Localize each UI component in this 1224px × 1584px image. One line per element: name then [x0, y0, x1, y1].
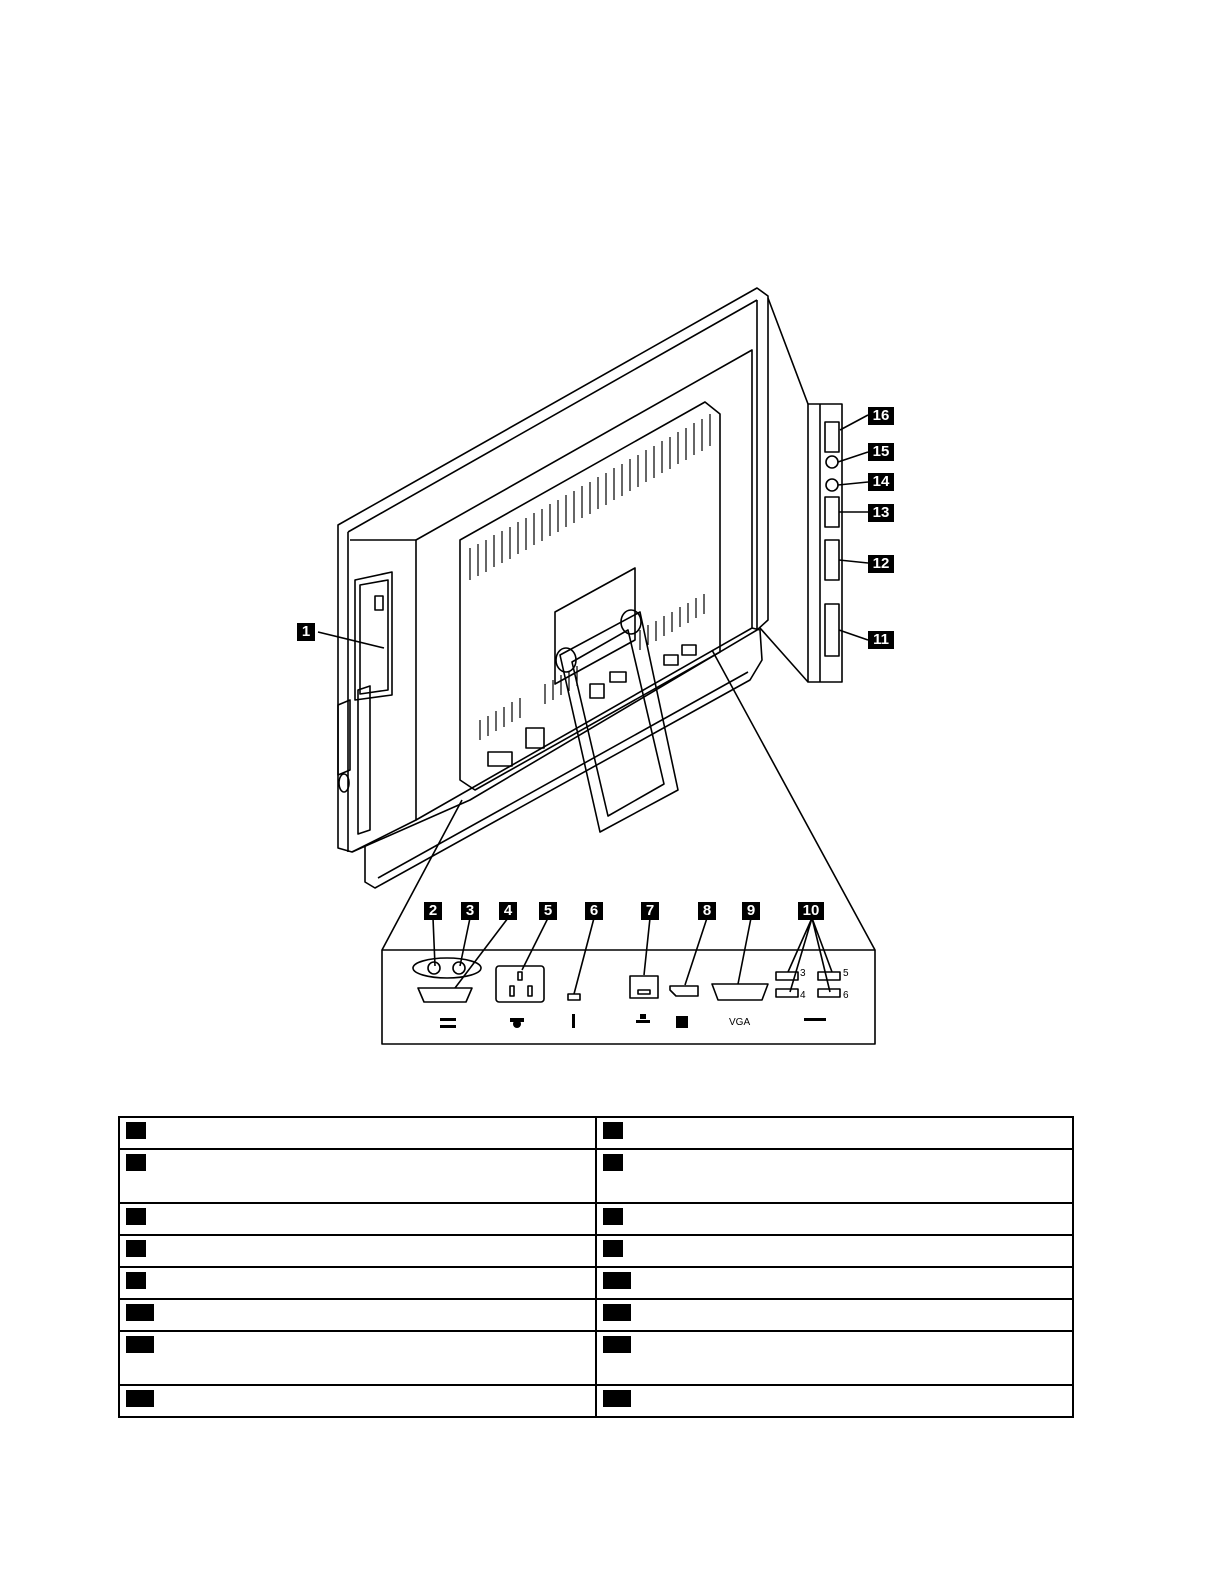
legend-cell-2 — [118, 1148, 597, 1204]
legend-badge — [126, 1122, 146, 1139]
usb-port-5-label: 5 — [843, 968, 849, 979]
legend-cell-5 — [118, 1266, 597, 1300]
callout-5: 5 — [539, 902, 557, 920]
legend-cell-6 — [118, 1298, 597, 1332]
legend-cell-7 — [118, 1330, 597, 1386]
callout-2: 2 — [424, 902, 442, 920]
legend-cell-9 — [595, 1116, 1074, 1150]
callout-legend-table — [118, 1116, 1074, 1418]
legend-badge — [126, 1240, 146, 1257]
callout-7: 7 — [641, 902, 659, 920]
callout-13: 13 — [868, 504, 894, 522]
callout-12: 12 — [868, 555, 894, 573]
legend-badge — [603, 1208, 623, 1225]
legend-badge — [126, 1272, 146, 1289]
legend-cell-15 — [595, 1330, 1074, 1386]
legend-cell-1 — [118, 1116, 597, 1150]
legend-badge — [126, 1304, 154, 1321]
computer-rear-view-illustration — [317, 287, 876, 1045]
legend-cell-10 — [595, 1148, 1074, 1204]
callout-8: 8 — [698, 902, 716, 920]
vga-label: VGA — [729, 1017, 751, 1028]
table-row — [118, 1266, 1074, 1300]
legend-badge — [603, 1154, 623, 1171]
table-row — [118, 1116, 1074, 1150]
table-row — [118, 1330, 1074, 1386]
side-io-panel — [807, 403, 843, 683]
legend-badge — [603, 1336, 631, 1353]
callout-10: 10 — [798, 902, 824, 920]
table-row — [118, 1202, 1074, 1236]
table-row — [118, 1384, 1074, 1418]
legend-cell-14 — [595, 1298, 1074, 1332]
legend-badge — [603, 1122, 623, 1139]
callout-4: 4 — [499, 902, 517, 920]
callout-11: 11 — [868, 631, 894, 649]
monitor-outer-frame — [337, 287, 769, 853]
legend-cell-8 — [118, 1384, 597, 1418]
stand-arm — [559, 611, 679, 833]
usb-port-6-label: 6 — [843, 990, 849, 1001]
legend-badge — [603, 1240, 623, 1257]
legend-badge — [126, 1154, 146, 1171]
usb-port-4-label: 4 — [800, 990, 806, 1001]
callout-3: 3 — [461, 902, 479, 920]
stand-base — [364, 627, 763, 889]
stand-plate — [554, 567, 636, 685]
callout-16: 16 — [868, 407, 894, 425]
vent-panel — [459, 401, 721, 791]
legend-badge — [126, 1208, 146, 1225]
legend-cell-4 — [118, 1234, 597, 1268]
legend-badge — [603, 1390, 631, 1407]
callout-9: 9 — [742, 902, 760, 920]
legend-cell-3 — [118, 1202, 597, 1236]
legend-cell-11 — [595, 1202, 1074, 1236]
optical-drive — [354, 571, 393, 701]
legend-badge — [126, 1390, 154, 1407]
legend-cell-13 — [595, 1266, 1074, 1300]
callout-14: 14 — [868, 473, 894, 491]
usb-port-3-label: 3 — [800, 968, 806, 979]
table-row — [118, 1148, 1074, 1204]
callout-6: 6 — [585, 902, 603, 920]
table-row — [118, 1298, 1074, 1332]
callout-15: 15 — [868, 443, 894, 461]
table-row — [118, 1234, 1074, 1268]
legend-badge — [603, 1272, 631, 1289]
legend-badge — [126, 1336, 154, 1353]
rear-ports-detail-box — [381, 949, 876, 1045]
legend-cell-12 — [595, 1234, 1074, 1268]
callout-1: 1 — [297, 623, 315, 641]
legend-cell-16 — [595, 1384, 1074, 1418]
legend-badge — [603, 1304, 631, 1321]
